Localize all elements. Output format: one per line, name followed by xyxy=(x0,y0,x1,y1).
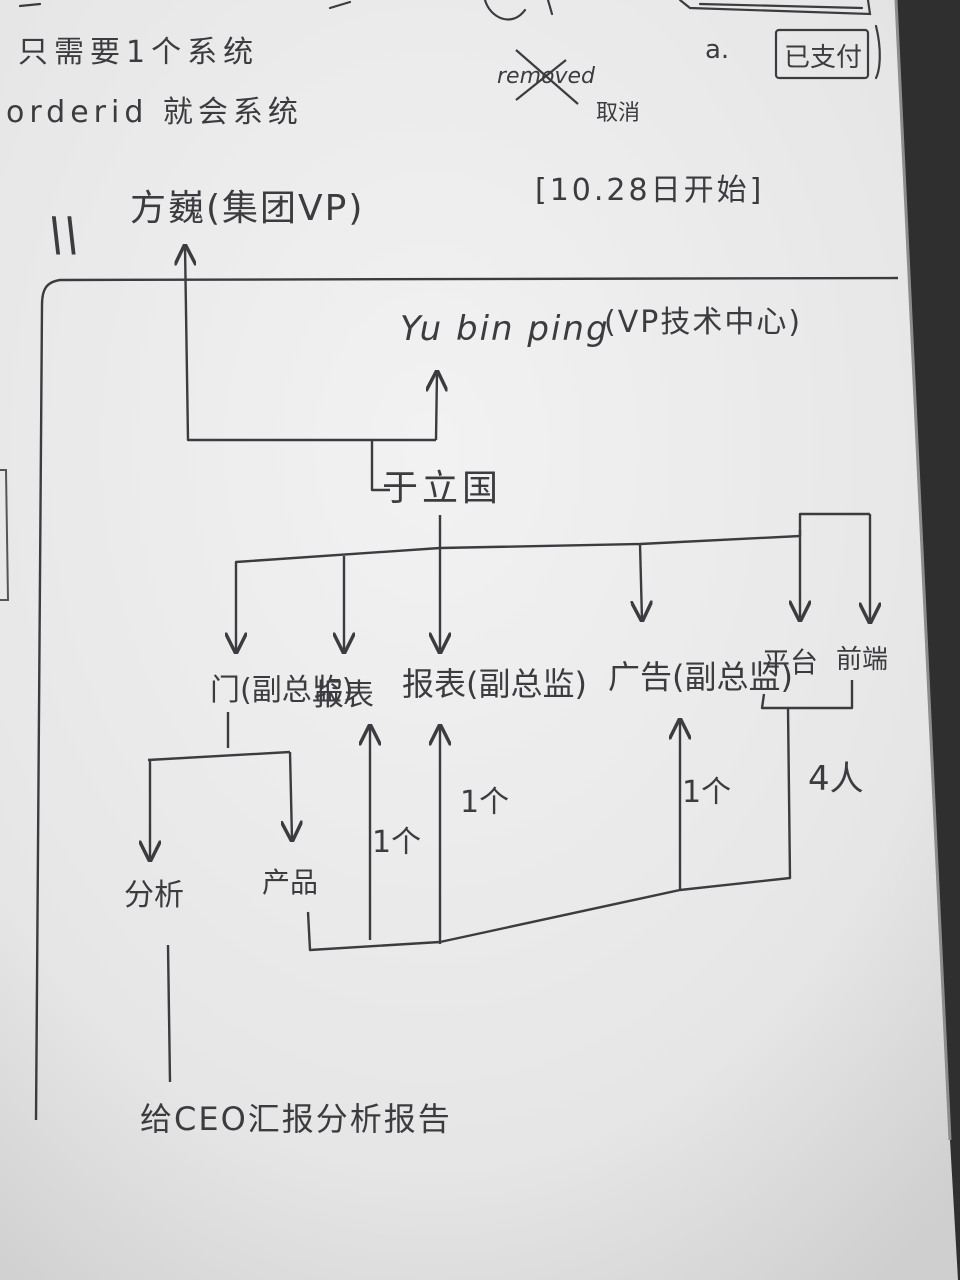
removed-cross-out xyxy=(515,49,579,105)
removed-note: 取消 xyxy=(596,101,640,126)
note-line-2: orderid 就会系统 xyxy=(6,95,303,130)
report-line xyxy=(166,944,172,1083)
top-edge-scribbles xyxy=(18,0,881,80)
dept-label-6: 前端 xyxy=(836,645,888,675)
sub-unit-lines xyxy=(148,712,292,860)
dept-label-2: 报表 xyxy=(314,678,374,713)
status-box xyxy=(774,28,870,80)
ceo-report-note: 给CEO汇报分析报告 xyxy=(140,1100,452,1138)
dept-label-4: 广告(副总监) xyxy=(608,658,793,696)
vp-frame-line xyxy=(34,276,899,1121)
head-count-1: 1个 xyxy=(372,825,421,860)
a-label: a. xyxy=(705,35,729,65)
dept-label-3: 报表(副总监) xyxy=(402,665,587,703)
date-note: [10.28日开始] xyxy=(535,173,764,208)
dept-label-5: 平台 xyxy=(762,646,818,679)
note-line-1: 只需要1个系统 xyxy=(18,35,259,70)
org-top-executive: 方巍(集团VP) xyxy=(130,188,364,229)
head-count-3: 1个 xyxy=(682,775,731,810)
shared-resource-lines xyxy=(306,680,854,952)
sub-unit-analysis: 分析 xyxy=(124,878,184,913)
dept-label-1: 门(副总监) xyxy=(210,673,353,708)
vp-title: (VP技术中心) xyxy=(604,305,802,340)
department-branch-lines xyxy=(236,512,870,652)
status-box-text: 已支付 xyxy=(784,43,862,73)
left-page-fold xyxy=(0,469,10,601)
sub-unit-product: 产品 xyxy=(262,866,318,899)
manager-report-lines xyxy=(185,246,437,492)
vp-name: Yu bin ping xyxy=(400,309,610,349)
paper-edge xyxy=(894,0,952,1141)
manager-name: 于立国 xyxy=(382,468,502,509)
head-count-4: 4人 xyxy=(808,759,864,799)
margin-mark: \\ xyxy=(48,207,79,261)
head-count-2: 1个 xyxy=(460,785,509,820)
